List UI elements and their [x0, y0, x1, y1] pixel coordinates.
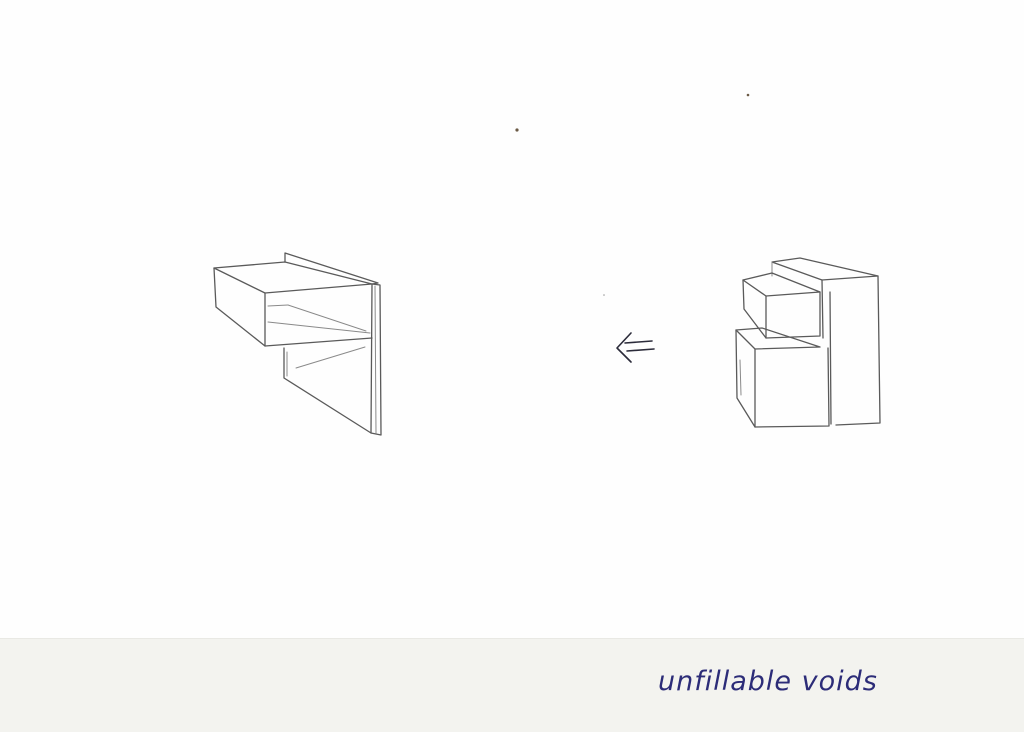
- left-void-shape: [213, 252, 382, 436]
- paper-sheet: [0, 0, 1024, 640]
- paper-speck: [515, 128, 519, 132]
- arrow-left-icon: [616, 332, 655, 363]
- scan-margin-strip: [0, 638, 1024, 732]
- paper-speck: [746, 93, 750, 97]
- right-stacked-blocks: [735, 257, 881, 428]
- caption-handwritten: unfillable voids: [658, 666, 878, 697]
- paper-speck: [603, 294, 605, 296]
